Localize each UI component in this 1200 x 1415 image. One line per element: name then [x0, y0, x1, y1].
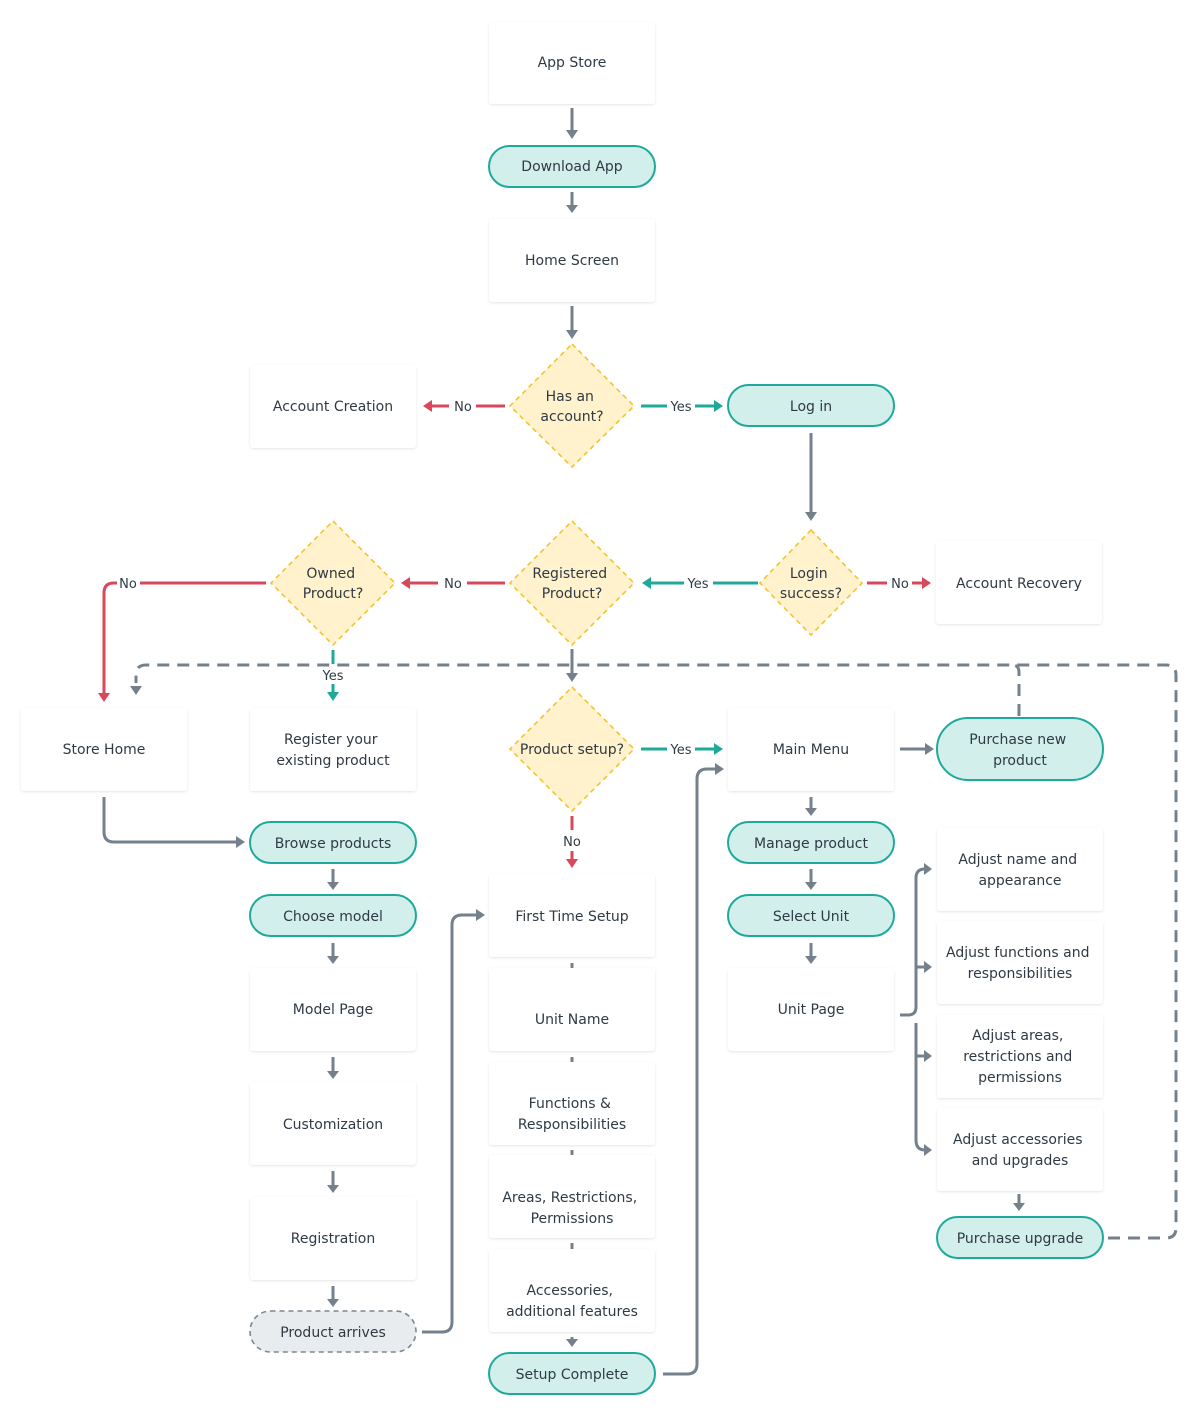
svg-text:Browse products: Browse products: [275, 836, 392, 852]
svg-text:Account Creation: Account Creation: [273, 399, 393, 415]
svg-text:Log in: Log in: [790, 399, 832, 415]
node-adjust-name[interactable]: Adjust name and appearance: [937, 828, 1103, 911]
label-login-yes: Yes: [687, 577, 709, 592]
svg-text:Functions & Responsibili: Functions & Responsibilities: [518, 1096, 626, 1133]
svg-text:Owned Product?: Owned Product?: [303, 566, 364, 602]
node-manage-product[interactable]: Manage product: [727, 821, 895, 864]
node-app-store[interactable]: App Store: [489, 22, 655, 104]
node-registration[interactable]: Registration: [250, 1197, 416, 1280]
svg-text:Register your existing p: Register your existing product: [276, 732, 390, 769]
label-login-no: No: [891, 577, 909, 592]
svg-text:Unit Name: Unit Name: [535, 1012, 609, 1028]
svg-text:Choose model: Choose model: [283, 909, 383, 925]
node-unit-name[interactable]: Unit Name: [489, 968, 655, 1051]
label-account-yes: Yes: [670, 400, 692, 415]
label-owned-yes: Yes: [322, 669, 344, 684]
node-download-app[interactable]: Download App: [488, 145, 656, 188]
svg-text:App Store: App Store: [538, 55, 607, 71]
svg-text:Product setup?: Product setup?: [520, 742, 624, 758]
svg-text:Home Screen: Home Screen: [525, 253, 619, 269]
svg-text:Adjust functions and res: Adjust functions and responsibilities: [946, 945, 1094, 982]
label-setup-no: No: [563, 835, 581, 850]
node-adjust-areas[interactable]: Adjust areas, restrictions and permissio…: [937, 1015, 1103, 1098]
edge-labels: No Yes No Yes No No Yes Yes No: [119, 400, 909, 850]
svg-text:Areas, Restrictions, Per: Areas, Restrictions, Permissions: [502, 1190, 641, 1227]
node-first-time-setup[interactable]: First Time Setup: [489, 874, 655, 957]
svg-text:Product arrives: Product arrives: [280, 1325, 386, 1341]
svg-text:Download App: Download App: [521, 159, 623, 175]
node-log-in[interactable]: Log in: [727, 384, 895, 427]
svg-text:Registration: Registration: [291, 1231, 375, 1247]
svg-text:Accessories, additional: Accessories, additional features: [506, 1283, 638, 1320]
decision-owned-product[interactable]: Owned Product?: [269, 519, 397, 647]
svg-text:Customization: Customization: [283, 1117, 383, 1133]
svg-text:Adjust name and appearan: Adjust name and appearance: [958, 852, 1081, 889]
node-unit-page[interactable]: Unit Page: [728, 968, 894, 1051]
svg-text:Select Unit: Select Unit: [773, 909, 850, 925]
node-functions-responsibilities[interactable]: Functions & Responsibilities: [489, 1062, 655, 1145]
svg-text:Login success?: Login success?: [780, 566, 842, 602]
svg-text:Unit Page: Unit Page: [778, 1002, 845, 1018]
node-browse-products[interactable]: Browse products: [249, 821, 417, 864]
svg-text:Main Menu: Main Menu: [773, 742, 849, 758]
svg-text:Manage product: Manage product: [754, 836, 868, 852]
svg-text:First Time Setup: First Time Setup: [515, 909, 628, 925]
connectors: [98, 108, 1178, 1376]
node-store-home[interactable]: Store Home: [21, 708, 187, 791]
node-account-recovery[interactable]: Account Recovery: [936, 541, 1102, 624]
label-account-no: No: [454, 400, 472, 415]
node-adjust-functions[interactable]: Adjust functions and responsibilities: [937, 921, 1103, 1004]
svg-text:Registered Product?: Registered Product?: [532, 566, 611, 602]
svg-text:Setup Complete: Setup Complete: [516, 1367, 629, 1383]
node-setup-complete[interactable]: Setup Complete: [488, 1352, 656, 1395]
node-product-arrives[interactable]: Product arrives: [249, 1310, 417, 1353]
node-accessories-features[interactable]: Accessories, additional features: [489, 1249, 655, 1332]
label-owned-no: No: [119, 577, 137, 592]
node-model-page[interactable]: Model Page: [250, 968, 416, 1051]
svg-text:Adjust accessories and u: Adjust accessories and upgrades: [953, 1132, 1087, 1169]
node-register-existing-product[interactable]: Register your existing product: [250, 708, 416, 791]
node-adjust-accessories[interactable]: Adjust accessories and upgrades: [937, 1108, 1103, 1191]
node-customization[interactable]: Customization: [250, 1082, 416, 1165]
svg-text:Model Page: Model Page: [293, 1002, 373, 1018]
label-setup-yes: Yes: [670, 743, 692, 758]
node-purchase-upgrade[interactable]: Purchase upgrade: [936, 1216, 1104, 1259]
node-purchase-new-product[interactable]: Purchase new product: [936, 717, 1104, 781]
node-main-menu[interactable]: Main Menu: [728, 708, 894, 791]
svg-text:Purchase upgrade: Purchase upgrade: [957, 1231, 1084, 1247]
node-home-screen[interactable]: Home Screen: [489, 219, 655, 302]
decision-login-success[interactable]: Login success?: [758, 528, 864, 637]
decision-product-setup[interactable]: Product setup?: [508, 685, 636, 813]
decision-registered-product[interactable]: Registered Product?: [508, 519, 636, 647]
node-select-unit[interactable]: Select Unit: [727, 894, 895, 937]
decision-has-account[interactable]: Has an account?: [508, 342, 636, 469]
node-choose-model[interactable]: Choose model: [249, 894, 417, 937]
svg-text:Store Home: Store Home: [63, 742, 146, 758]
svg-text:Account Recovery: Account Recovery: [956, 576, 1082, 592]
node-account-creation[interactable]: Account Creation: [250, 365, 416, 448]
svg-text:Purchase new product: Purchase new product: [969, 732, 1070, 769]
label-registered-no: No: [444, 577, 462, 592]
svg-text:Has an account?: Has an account?: [540, 389, 603, 425]
node-areas-restrictions[interactable]: Areas, Restrictions, Permissions: [489, 1155, 655, 1238]
svg-text:Adjust areas, restrictio: Adjust areas, restrictions and permissio…: [963, 1028, 1077, 1086]
